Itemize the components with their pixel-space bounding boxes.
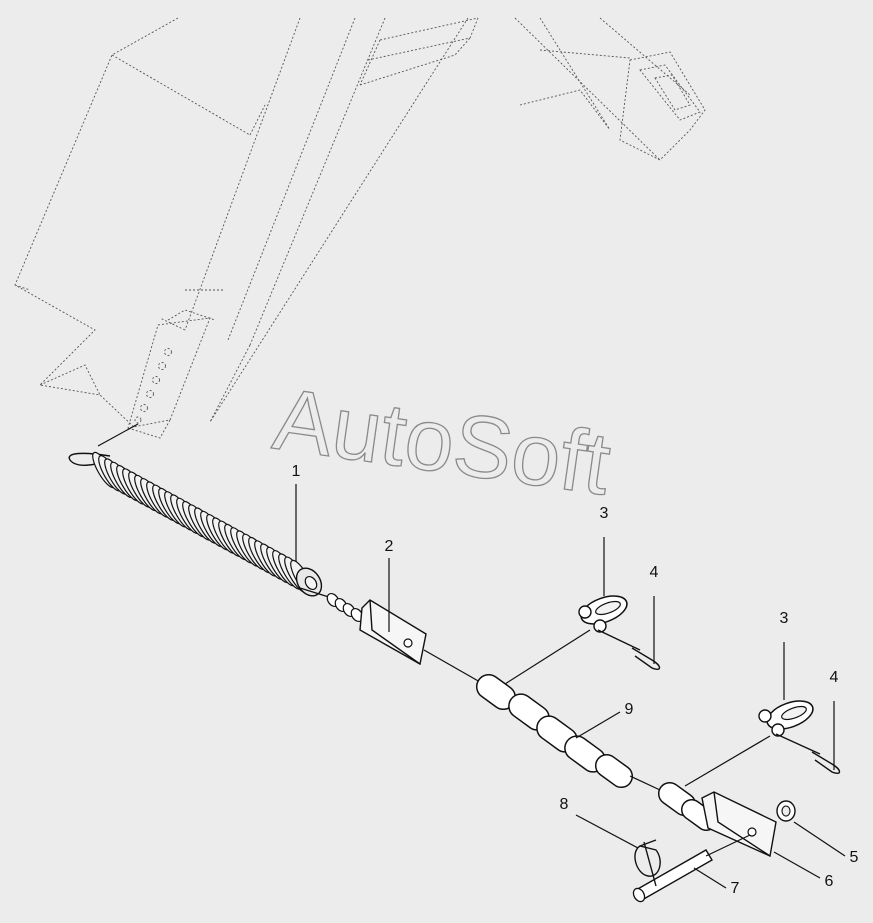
callout-9: 9 [625,701,634,718]
part-4-cotter-pin-upper [631,647,661,670]
part-9-chain [475,673,718,832]
part-3-shackle-upper [504,595,641,685]
part-4-cotter-pin-lower [811,751,841,774]
part-2-tension-rod [299,587,427,666]
callout-1: 1 [292,463,301,480]
callout-3: 3 [600,505,609,522]
watermark-text: AutoSoft [268,369,616,514]
part-1-spring [68,423,323,597]
callout-5: 5 [850,849,859,866]
callout-6: 6 [825,873,834,890]
callout-7: 7 [731,880,740,897]
machine-frame [14,17,706,439]
callout-3: 3 [780,610,789,627]
callout-4: 4 [650,564,659,581]
callout-numbers: 1 2 3 4 3 4 9 8 56 7 [292,463,859,897]
part-6-bracket-plate [701,791,777,858]
part-5-washer [776,800,796,822]
callout-2: 2 [385,538,394,555]
leader-lines [295,484,846,889]
part-3-shackle-lower [684,700,821,787]
part-7-clevis-pin [632,834,751,903]
callout-8: 8 [560,796,569,813]
callout-4: 4 [830,669,839,686]
part-8-lynch-pin [634,839,661,887]
